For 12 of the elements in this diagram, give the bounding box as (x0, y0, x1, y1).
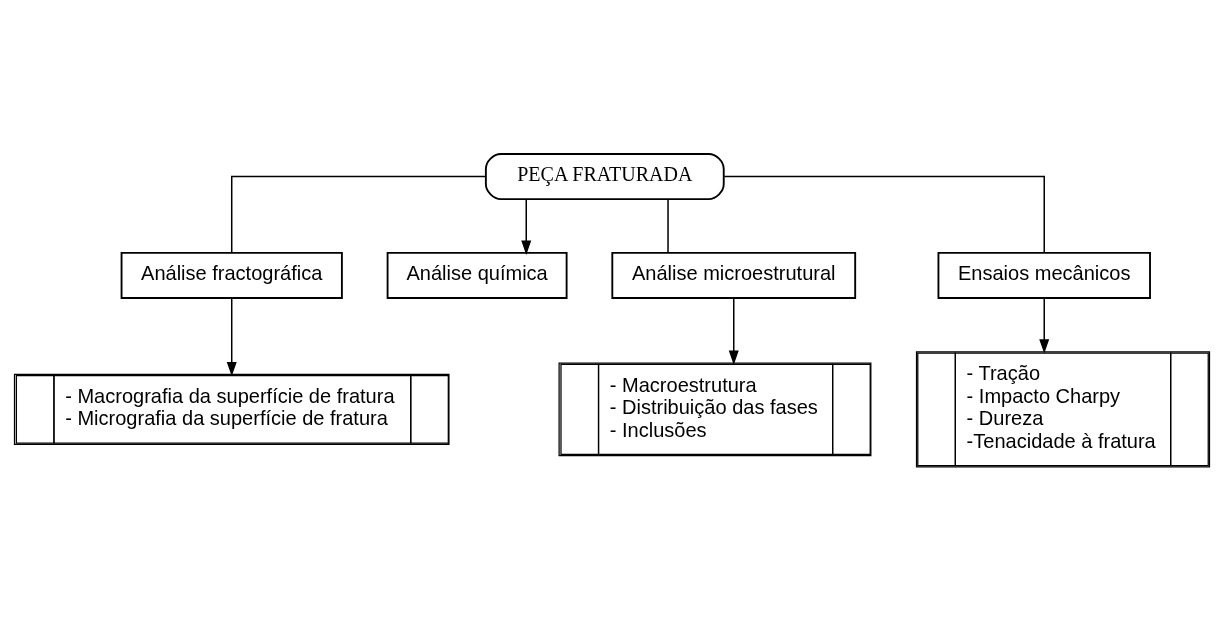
node-box: Análise microestrutural (611, 251, 857, 299)
node-box: Análise química (386, 251, 568, 299)
connector (667, 198, 669, 254)
arrow (521, 198, 532, 255)
node-box: Análise fractográfica (120, 251, 343, 299)
connector (230, 175, 487, 254)
arrow (226, 297, 237, 377)
arrow (1039, 297, 1050, 354)
node-box: Ensaios mecânicos (937, 251, 1151, 299)
connector (723, 175, 1045, 254)
node-box: PEÇA FRATURADA (484, 153, 725, 200)
arrow (728, 297, 739, 365)
